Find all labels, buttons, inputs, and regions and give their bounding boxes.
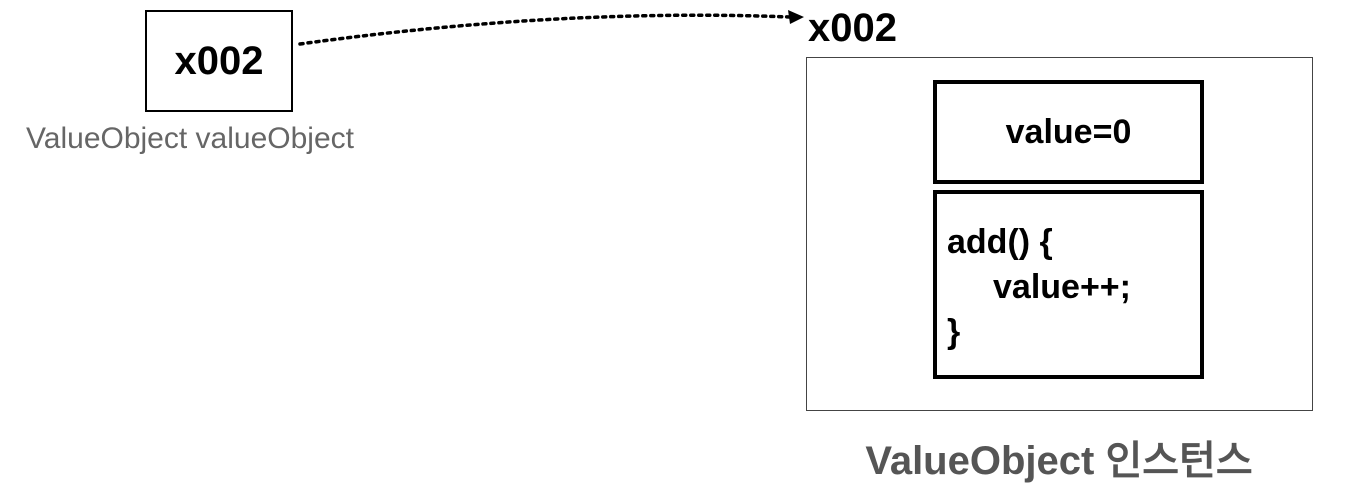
instance-label: ValueObject 인스턴스 [865, 439, 1253, 483]
reference-box: x002 [145, 10, 293, 112]
instance-address: x002 [808, 6, 897, 50]
field-box: value=0 [933, 80, 1204, 184]
method-close: } [947, 313, 961, 351]
method-signature: add() { [947, 223, 1053, 261]
reference-address: x002 [174, 38, 264, 83]
arrow-path [298, 13, 792, 46]
field-value: value=0 [1005, 112, 1132, 151]
reference-variable-label: ValueObject valueObject [26, 122, 354, 155]
instance-frame [806, 57, 1313, 411]
method-box: add() { value++; } [933, 190, 1204, 379]
arrow-head [788, 10, 804, 24]
method-body: value++; [993, 268, 1131, 306]
